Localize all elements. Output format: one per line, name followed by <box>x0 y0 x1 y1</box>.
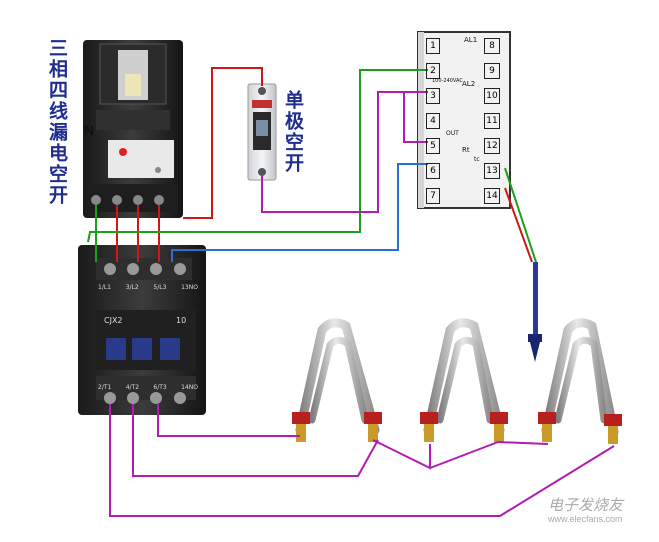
terminal-box: 7 <box>426 188 440 204</box>
heater-element-2 <box>420 318 508 442</box>
controller-al2-label: AL2 <box>462 80 476 88</box>
terminal-box: 1 <box>426 38 440 54</box>
controller-al1-label: AL1 <box>464 36 478 44</box>
controller-supply-label: 100-240VAC <box>432 78 463 84</box>
controller-tc-label: tc <box>474 156 480 163</box>
terminal-label: 6/T3 <box>153 384 167 391</box>
single-pole-breaker <box>247 83 277 181</box>
terminal-label: 13NO <box>181 284 198 291</box>
controller-out-label: OUT <box>446 130 459 137</box>
terminal-box: 3 <box>426 88 440 104</box>
wire-magenta-load-2 <box>132 404 379 477</box>
wire-magenta-star-2 <box>429 441 499 469</box>
temperature-probe <box>528 262 542 362</box>
wire-red-probe <box>504 187 533 263</box>
terminal-box: 9 <box>484 63 500 79</box>
wire-green-neutral-to-controller <box>87 69 428 243</box>
terminal-box: 14 <box>484 188 500 204</box>
terminal-label: 3/L2 <box>125 284 139 291</box>
wire-blue-coil <box>171 163 428 262</box>
wire-magenta-load-3 <box>109 404 615 517</box>
four-pole-breaker-label: 三相四线漏电空开 <box>46 38 68 206</box>
wire-magenta-single-pole-out <box>261 91 428 213</box>
single-pole-breaker-label: 单极空开 <box>282 90 304 174</box>
terminal-box: 4 <box>426 113 440 129</box>
terminal-box: 5 <box>426 138 440 154</box>
wire-magenta-load-1 <box>157 404 300 437</box>
terminal-box: 8 <box>484 38 500 54</box>
watermark-site: www.elecfans.com <box>548 514 623 524</box>
terminal-label: 4/T2 <box>125 384 140 391</box>
terminal-box: 2 <box>426 63 440 79</box>
controller-rt-label: Rt <box>462 146 470 154</box>
heater-element-1 <box>292 318 382 442</box>
terminal-box: 10 <box>484 88 500 104</box>
terminal-label: 5/L3 <box>153 284 167 291</box>
terminal-box: 6 <box>426 163 440 179</box>
heater-element-3 <box>538 318 622 444</box>
contactor-rating: 10 <box>176 316 187 325</box>
four-pole-leakage-breaker <box>83 40 183 218</box>
contactor-top-terminals: 1/L1 3/L2 5/L3 13NO <box>98 284 198 291</box>
wire-green-probe <box>504 167 537 263</box>
watermark-brand: 电子发烧友 <box>548 496 624 514</box>
contactor-model: CJX2 <box>104 316 123 325</box>
wire-red-phase-feed <box>183 67 263 219</box>
wire-magenta-jumper <box>403 91 428 143</box>
terminal-label: 14NO <box>181 384 198 391</box>
ac-contactor <box>78 245 206 415</box>
contactor-bottom-terminals: 2/T1 4/T2 6/T3 14NO <box>98 384 198 391</box>
terminal-box: 13 <box>484 163 500 179</box>
terminal-label: 1/L1 <box>98 284 111 291</box>
terminal-label: 2/T1 <box>98 384 112 391</box>
controller-right-terminals: 8 9 10 11 12 13 14 <box>484 38 500 213</box>
wire-magenta-star-3 <box>497 441 549 445</box>
controller-left-terminals: 1 2 3 4 5 6 7 <box>426 38 440 213</box>
neutral-label: N <box>84 122 95 138</box>
wire-magenta-star-1 <box>372 439 431 470</box>
terminal-box: 12 <box>484 138 500 154</box>
wires <box>87 67 615 517</box>
terminal-box: 11 <box>484 113 500 129</box>
